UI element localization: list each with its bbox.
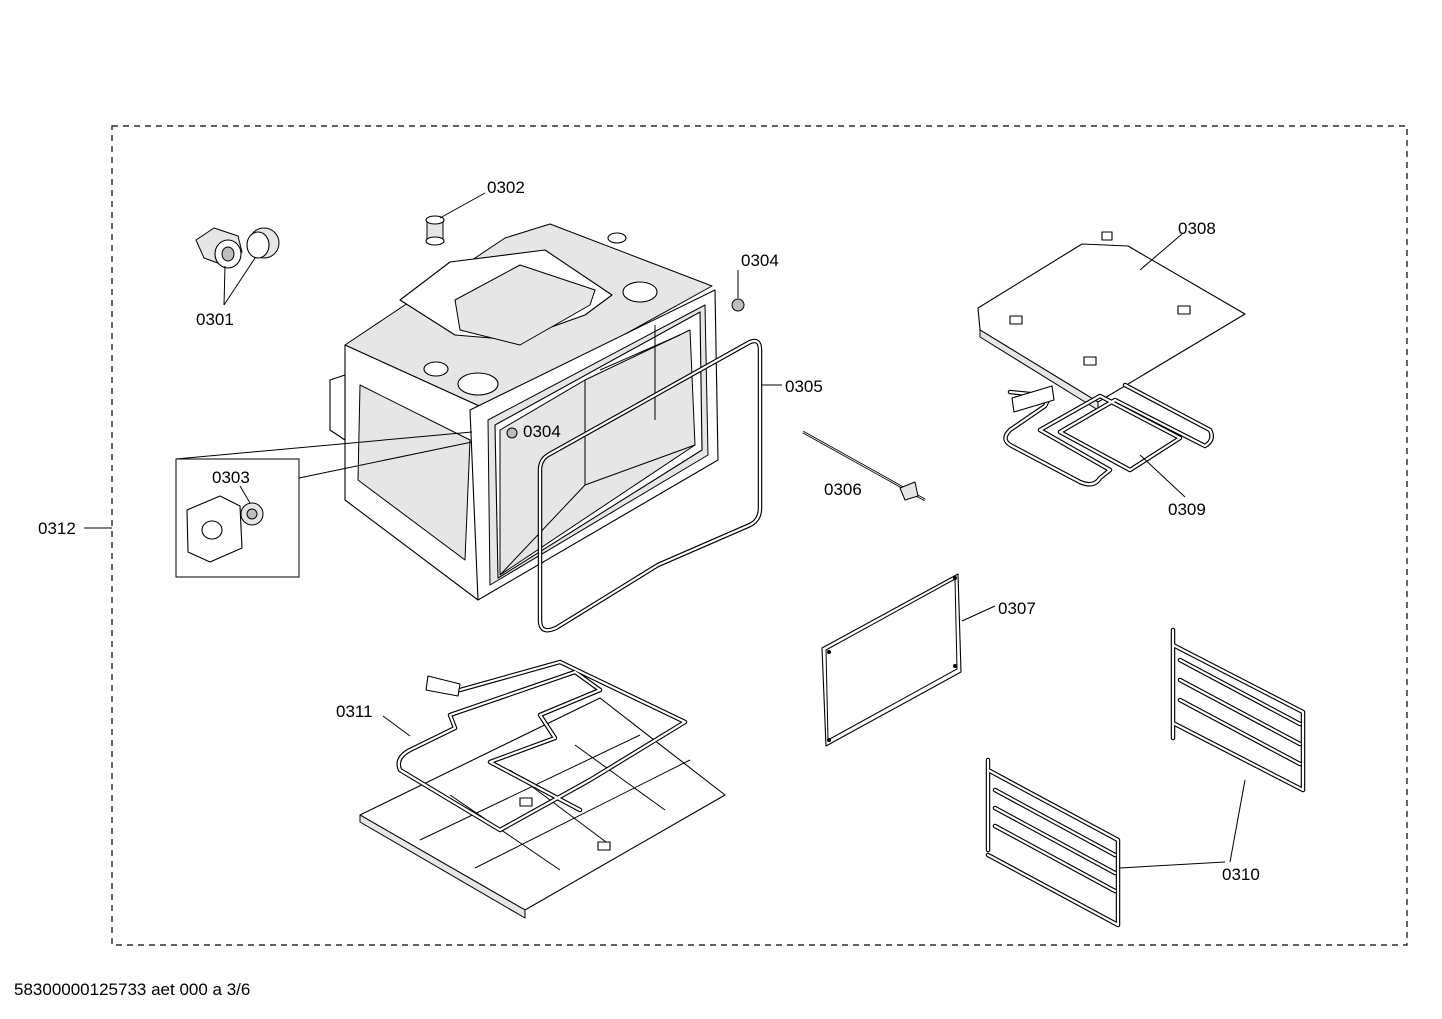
label-0307: 0307 bbox=[998, 599, 1036, 618]
label-0308: 0308 bbox=[1178, 219, 1216, 238]
label-0304-top: 0304 bbox=[741, 251, 779, 270]
label-0311: 0311 bbox=[336, 702, 373, 721]
oven-cavity bbox=[329, 223, 745, 601]
drawing-reference-footer: 58300000125733 aet 000 a 3/6 bbox=[14, 980, 251, 999]
label-0306: 0306 bbox=[824, 480, 862, 499]
top-vent-sensor bbox=[425, 215, 445, 246]
back-panel bbox=[821, 573, 962, 747]
side-rack-left bbox=[985, 757, 1121, 928]
label-0302: 0302 bbox=[487, 178, 525, 197]
label-0312: 0312 bbox=[38, 519, 76, 538]
label-0303: 0303 bbox=[212, 468, 250, 487]
top-heating-element bbox=[1003, 382, 1214, 487]
temperature-probe bbox=[802, 430, 926, 502]
leader-lines bbox=[84, 192, 1246, 869]
lamp-assembly bbox=[195, 227, 280, 269]
label-0301: 0301 bbox=[196, 310, 234, 329]
door-seal bbox=[537, 338, 763, 633]
assembly-boundary bbox=[111, 125, 1408, 946]
label-0305: 0305 bbox=[785, 377, 823, 396]
label-0310: 0310 bbox=[1222, 865, 1260, 884]
label-0309: 0309 bbox=[1168, 500, 1206, 519]
top-heater-cover bbox=[977, 231, 1246, 411]
detail-inset bbox=[175, 431, 473, 578]
bottom-heating-element bbox=[396, 659, 688, 833]
side-rack-right bbox=[1170, 627, 1306, 793]
label-0304-front: 0304 bbox=[523, 422, 561, 441]
